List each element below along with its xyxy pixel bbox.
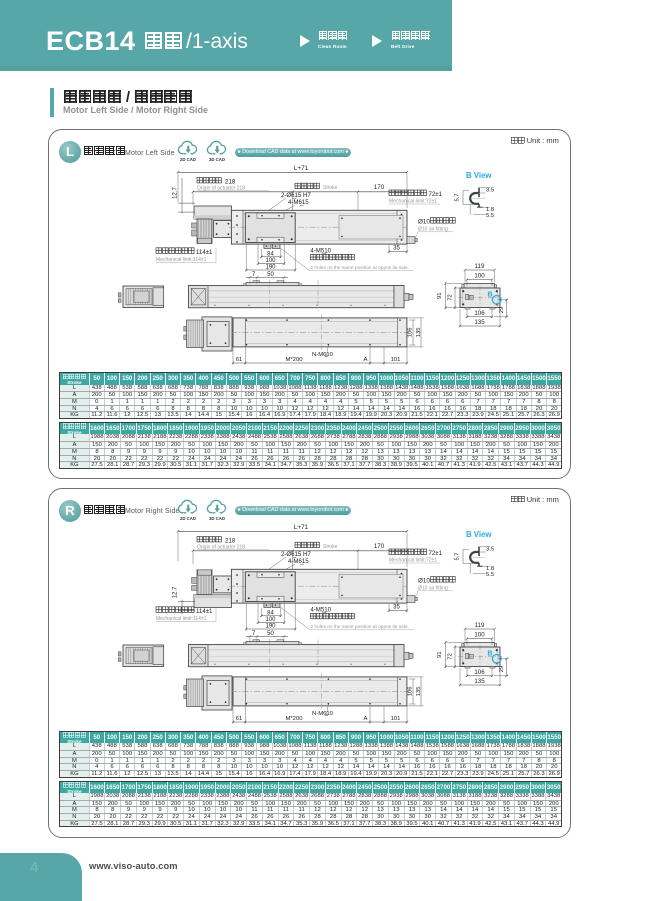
svg-text:1.8: 1.8 (486, 207, 494, 213)
svg-text:4-M5̲10: 4-M5̲10 (310, 606, 331, 613)
svg-text:M*200: M*200 (285, 357, 303, 363)
svg-text:4-M5̲10: 4-M5̲10 (310, 247, 331, 254)
svg-text:Ø10: Ø10 (418, 219, 430, 226)
svg-text:84: 84 (267, 610, 274, 616)
svg-text:7: 7 (252, 272, 256, 278)
svg-text:3.5: 3.5 (486, 546, 494, 552)
svg-text:1.8: 1.8 (486, 565, 494, 571)
svg-text:135: 135 (474, 678, 485, 685)
svg-text:170: 170 (374, 543, 385, 550)
svg-text:119: 119 (475, 621, 485, 628)
svg-text:135: 135 (474, 319, 485, 326)
svg-text:218: 218 (225, 537, 236, 544)
svg-text:Ø10 air fitting: Ø10 air fitting (418, 226, 448, 232)
svg-text:91: 91 (437, 292, 443, 299)
svg-text:100: 100 (265, 258, 276, 264)
svg-text:100: 100 (474, 631, 485, 638)
svg-text:B View: B View (466, 171, 492, 180)
svg-text:2 holes on the same position a: 2 holes on the same position at oppos it… (310, 623, 409, 629)
svg-text:100: 100 (474, 272, 485, 279)
svg-text:Stroke: Stroke (323, 185, 338, 191)
svg-text:Mechanical limit:114±1: Mechanical limit:114±1 (156, 257, 207, 263)
svg-text:114±1: 114±1 (196, 249, 213, 256)
svg-text:12.7: 12.7 (173, 586, 179, 598)
svg-text:114±1: 114±1 (196, 607, 213, 614)
svg-text:72±1: 72±1 (429, 191, 443, 198)
svg-text:106: 106 (408, 328, 414, 338)
svg-text:84: 84 (267, 251, 274, 257)
svg-text:61: 61 (236, 357, 243, 363)
svg-text:218: 218 (225, 179, 236, 186)
svg-text:A: A (364, 716, 368, 722)
svg-text:106: 106 (474, 310, 485, 317)
svg-text:190: 190 (265, 623, 276, 629)
svg-text:Mechanical limit:72±1: Mechanical limit:72±1 (389, 557, 437, 563)
svg-text:4-M6̲15: 4-M6̲15 (288, 199, 309, 206)
svg-text:L+71: L+71 (294, 523, 309, 530)
svg-text:2 holes on the same position a: 2 holes on the same position at oppos it… (310, 265, 409, 271)
svg-text:B: B (487, 648, 492, 657)
svg-text:72: 72 (447, 294, 453, 301)
svg-text:72±1: 72±1 (429, 549, 443, 556)
svg-text:N-M6̲10: N-M6̲10 (312, 711, 334, 717)
svg-text:100: 100 (265, 617, 276, 623)
svg-text:12.7: 12.7 (173, 187, 179, 199)
svg-text:5.5: 5.5 (486, 571, 494, 577)
svg-text:50: 50 (267, 272, 274, 278)
svg-text:3.5: 3.5 (486, 187, 494, 193)
svg-text:119: 119 (475, 263, 485, 270)
svg-text:Mechanical limit:114±1: Mechanical limit:114±1 (156, 616, 207, 622)
svg-text:101: 101 (391, 357, 401, 363)
svg-text:29: 29 (499, 665, 505, 672)
svg-text:135: 135 (416, 328, 422, 338)
svg-text:170: 170 (374, 184, 385, 191)
svg-text:190: 190 (265, 265, 276, 271)
svg-text:35: 35 (393, 246, 400, 252)
svg-text:106: 106 (474, 668, 485, 675)
svg-text:Origin of actuator 218: Origin of actuator 218 (197, 185, 245, 191)
svg-text:N-M6̲10: N-M6̲10 (312, 352, 334, 358)
svg-text:2-Ø6̲15 H7: 2-Ø6̲15 H7 (281, 550, 311, 557)
svg-text:Mechanical limit:72±1: Mechanical limit:72±1 (389, 199, 437, 205)
svg-text:Ø10 air fitting: Ø10 air fitting (418, 585, 448, 591)
svg-text:135: 135 (416, 686, 422, 696)
svg-text:106: 106 (408, 686, 414, 696)
svg-text:L+71: L+71 (294, 165, 309, 172)
svg-text:61: 61 (236, 716, 243, 722)
svg-text:M*200: M*200 (285, 716, 303, 722)
svg-text:5.7: 5.7 (455, 552, 461, 560)
svg-text:50: 50 (267, 630, 274, 636)
svg-text:4-M6̲15: 4-M6̲15 (288, 558, 309, 565)
svg-text:29: 29 (499, 307, 505, 314)
svg-text:91: 91 (437, 651, 443, 658)
svg-text:Origin of actuator 218: Origin of actuator 218 (197, 544, 245, 550)
svg-text:Ø10: Ø10 (418, 577, 430, 584)
svg-text:5.5: 5.5 (486, 213, 494, 219)
svg-text:7: 7 (252, 630, 256, 636)
svg-text:5.7: 5.7 (455, 193, 461, 201)
svg-text:B View: B View (466, 529, 492, 538)
svg-text:A: A (364, 357, 368, 363)
svg-text:2-Ø6̲15 H7: 2-Ø6̲15 H7 (281, 192, 311, 199)
svg-text:Stroke: Stroke (323, 544, 338, 550)
svg-text:101: 101 (391, 716, 401, 722)
svg-text:B: B (487, 289, 492, 298)
svg-text:35: 35 (393, 604, 400, 610)
svg-text:72: 72 (447, 653, 453, 660)
